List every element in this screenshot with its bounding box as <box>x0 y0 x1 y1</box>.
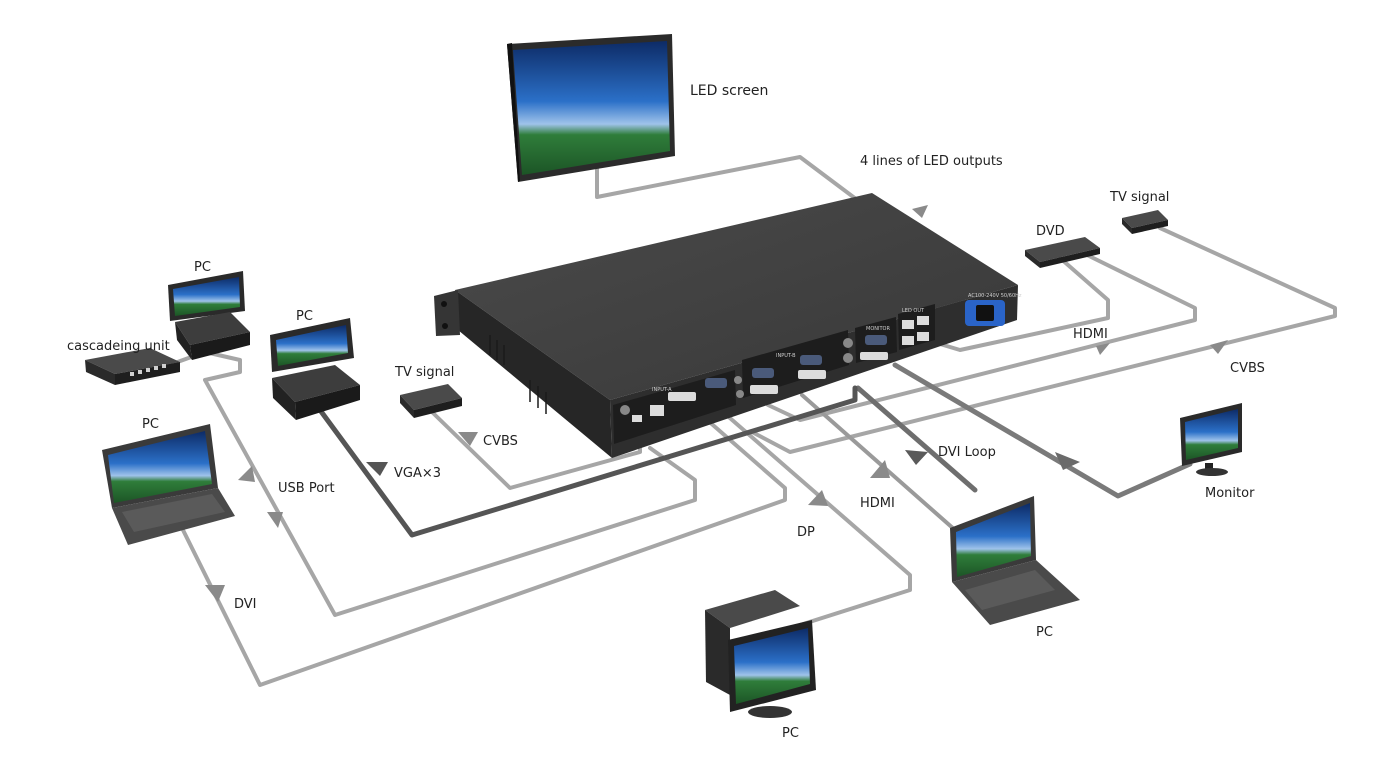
tv-box-right <box>1122 210 1168 234</box>
pc-mid-left <box>270 318 360 420</box>
laptop-right <box>950 496 1080 625</box>
label-dp: DP <box>797 525 815 540</box>
cable-dvi-loop <box>855 385 978 493</box>
label-vga: VGA×3 <box>394 466 441 481</box>
arrow-icon <box>267 512 283 528</box>
port-label-input-b: INPUT-B <box>776 353 796 359</box>
label-hdmi-right: HDMI <box>1073 327 1108 342</box>
label-led-outputs: 4 lines of LED outputs <box>860 154 1003 169</box>
dvd-device <box>1025 237 1100 268</box>
cable-vga <box>317 385 858 538</box>
label-dvd: DVD <box>1036 224 1065 239</box>
arrow-icon <box>905 450 928 465</box>
port-label-led-out: LED OUT <box>902 308 925 314</box>
cable-tv-cvbs-right <box>750 226 1337 454</box>
cable-dvi <box>181 410 787 687</box>
label-pc-bottom: PC <box>782 726 799 741</box>
label-cvbs-right: CVBS <box>1230 361 1265 376</box>
rear-label: AC100-240V 50/60Hz <box>968 293 1022 299</box>
arrow-icon <box>1055 452 1080 470</box>
pc-bottom <box>705 590 816 718</box>
cable-hdmi-laptop <box>800 393 957 532</box>
arrow-icons <box>205 205 1228 602</box>
power-socket-icon <box>965 300 1005 326</box>
pc-top-left <box>168 271 250 360</box>
cascading-unit <box>85 348 180 385</box>
arrow-icon <box>366 462 388 476</box>
label-pc-mid-left: PC <box>296 309 313 324</box>
arrow-icon <box>870 460 890 478</box>
monitor-device <box>1180 403 1242 476</box>
label-tv-signal-left: TV signal <box>394 365 454 380</box>
laptop-left <box>102 424 235 545</box>
label-dvi-loop: DVI Loop <box>938 445 996 460</box>
led-screen-device <box>507 34 675 182</box>
cable-dvd-hdmi <box>938 256 1110 352</box>
arrow-icon <box>458 432 478 446</box>
arrow-icon <box>1210 340 1228 354</box>
cable-dvd-line-2 <box>766 252 1197 422</box>
label-dvi: DVI <box>234 597 257 612</box>
tv-box-left <box>400 384 462 418</box>
label-usb-port: USB Port <box>278 481 335 496</box>
arrow-icon <box>238 466 255 482</box>
label-hdmi-center: HDMI <box>860 496 895 511</box>
port-label-input-a: INPUT-A <box>652 387 672 393</box>
label-pc-top-left: PC <box>194 260 211 275</box>
port-label-monitor: MONITOR <box>866 326 890 332</box>
label-led-screen: LED screen <box>690 83 768 99</box>
cable-usb <box>203 350 697 617</box>
arrow-icon <box>808 490 828 506</box>
cable-monitor <box>892 362 1193 499</box>
arrow-icon <box>912 205 928 218</box>
label-tv-signal-right: TV signal <box>1109 190 1169 205</box>
arrow-icon <box>1096 343 1110 355</box>
label-pc-right-laptop: PC <box>1036 625 1053 640</box>
cable-dp <box>713 403 912 627</box>
label-pc-laptop-left: PC <box>142 417 159 432</box>
labels: LED screen 4 lines of LED outputs TV sig… <box>67 83 1265 741</box>
video-processor: AC100-240V 50/60Hz INPUT-A INPUT-B MONIT… <box>434 193 1022 458</box>
label-monitor: Monitor <box>1205 486 1255 501</box>
label-cvbs-left: CVBS <box>483 434 518 449</box>
label-cascading-unit: cascadeing unit <box>67 339 170 354</box>
arrow-icon <box>205 585 225 602</box>
